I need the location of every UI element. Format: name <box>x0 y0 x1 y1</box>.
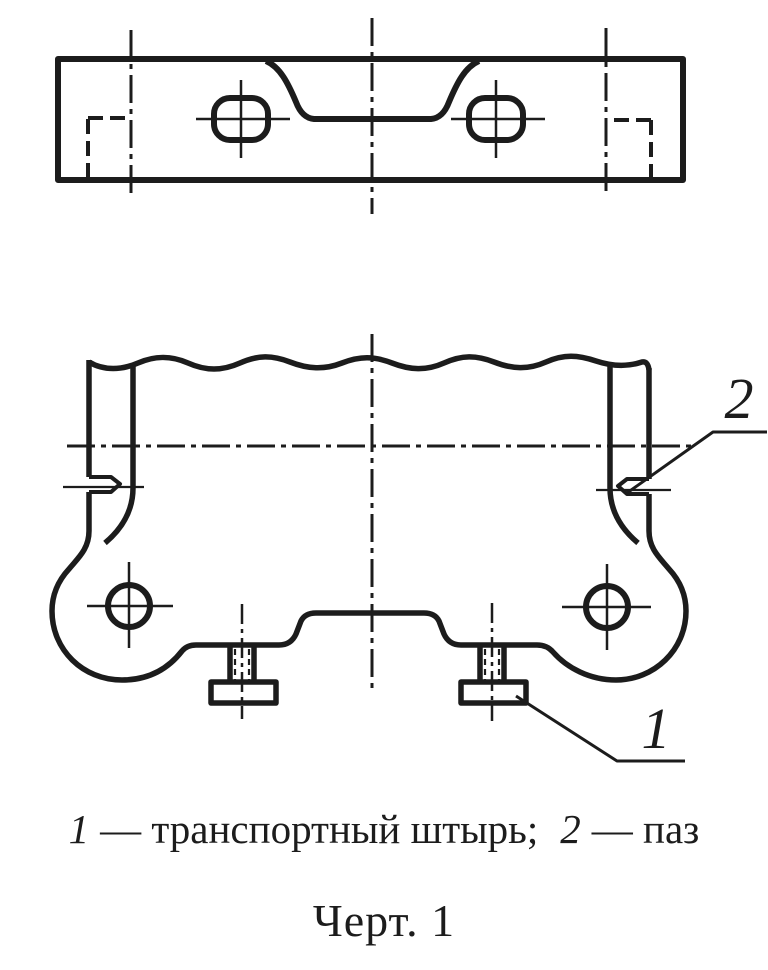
legend-item1-number: 1 <box>68 806 90 852</box>
hole-left-crosshair <box>87 562 173 648</box>
pin-shaft <box>227 647 257 682</box>
pin-shaft <box>477 647 507 682</box>
pin-thread-lines <box>483 649 501 680</box>
leader-line-pin <box>515 694 685 763</box>
callout-label-pin: 1 <box>641 696 671 761</box>
groove-left <box>89 475 122 494</box>
pin-head <box>458 679 529 706</box>
break-line <box>87 353 652 372</box>
hidden-edge-left <box>86 116 131 177</box>
outer-contour <box>49 360 689 683</box>
callout-label-groove: 2 <box>724 366 754 431</box>
slot-left-crosshair <box>196 80 290 158</box>
pin-head <box>208 679 279 706</box>
leader-line-groove <box>626 430 767 495</box>
legend-item2-text: — паз <box>591 806 700 852</box>
inner-wall-right <box>607 363 640 546</box>
legend-item1-text: — транспортный штырь; <box>100 806 539 852</box>
channel-contour <box>264 58 481 122</box>
figure-caption: Черт. 1 <box>312 895 456 946</box>
transport-pin-right <box>458 603 529 721</box>
plate-outline <box>55 56 686 183</box>
slot-right-crosshair <box>451 80 545 158</box>
groove-right <box>616 477 649 496</box>
hole-right-crosshair <box>562 564 651 650</box>
pin-thread-lines <box>233 649 251 680</box>
hidden-edge-right <box>607 118 653 178</box>
front-view <box>49 334 767 763</box>
legend-line: 1— транспортный штырь; 2— паз <box>0 806 768 852</box>
top-view <box>55 18 686 214</box>
transport-pin-left <box>208 604 279 719</box>
inner-wall-left <box>103 364 136 546</box>
legend-item2-number: 2 <box>560 806 581 852</box>
